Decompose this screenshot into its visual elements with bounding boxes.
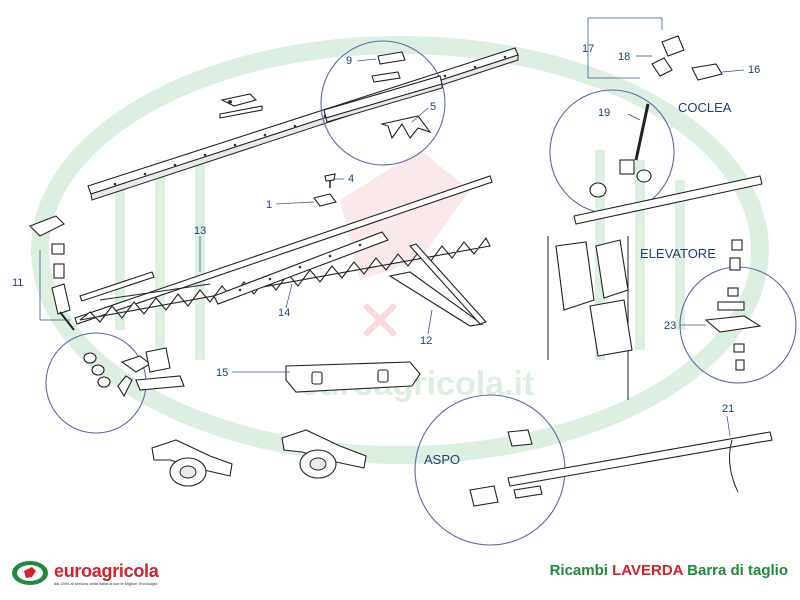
label-17: 17 xyxy=(582,43,594,55)
drive-assembly xyxy=(29,215,211,331)
section-coclea: COCLEA xyxy=(678,100,732,115)
coclea-shaft xyxy=(573,175,763,225)
title-prefix: Ricambi xyxy=(549,562,608,579)
bearing-right xyxy=(281,429,367,479)
label-19: 19 xyxy=(598,107,610,119)
section-aspo: ASPO xyxy=(424,452,460,467)
label-9: 9 xyxy=(346,55,352,67)
bearing-left xyxy=(151,439,233,487)
knife-bar xyxy=(74,175,493,325)
crank-arm xyxy=(120,347,185,391)
reel-tube xyxy=(507,431,773,499)
label-1: 1 xyxy=(266,199,272,211)
label-23: 23 xyxy=(664,320,676,332)
logo-mark-icon xyxy=(12,561,48,585)
crop-divider xyxy=(388,243,487,327)
label-12: 12 xyxy=(420,335,432,347)
zoom-circle-aspo xyxy=(414,394,566,546)
bracket-part xyxy=(219,93,263,119)
label-15: 15 xyxy=(216,367,228,379)
bolt-part xyxy=(324,173,336,188)
section-elevatore: ELEVATORE xyxy=(640,246,716,261)
label-11: 11 xyxy=(12,277,23,289)
label-21: 21 xyxy=(722,403,734,415)
label-18: 18 xyxy=(618,51,630,63)
leader-lines xyxy=(39,55,745,437)
logo-tagline: dal 1994 al servizio della Italiana con … xyxy=(54,581,158,586)
logo-text: euroagricola xyxy=(54,561,159,581)
zoom-circle-guard xyxy=(320,40,446,166)
section-labels: COCLEA ELEVATORE ASPO xyxy=(424,100,732,467)
wear-plate xyxy=(213,231,389,305)
zoom-circle-elevator xyxy=(679,239,797,384)
title-suffix: Barra di taglio xyxy=(687,562,788,579)
page-title: Ricambi LAVERDA Barra di taglio xyxy=(550,562,788,579)
elevator-assembly xyxy=(547,236,633,400)
title-brand: LAVERDA xyxy=(612,562,683,579)
label-13: 13 xyxy=(194,225,206,237)
label-5: 5 xyxy=(430,101,436,113)
knife-section-part xyxy=(313,193,337,207)
part-numbers: 1 4 5 9 11 12 13 14 15 16 17 18 19 21 23 xyxy=(12,43,760,415)
label-16: 16 xyxy=(748,64,760,76)
guide-plate xyxy=(285,361,421,393)
company-logo: euroagricola dal 1994 al servizio della … xyxy=(10,559,190,589)
coclea-parts xyxy=(587,17,723,81)
label-14: 14 xyxy=(278,307,290,319)
label-4: 4 xyxy=(348,173,354,185)
